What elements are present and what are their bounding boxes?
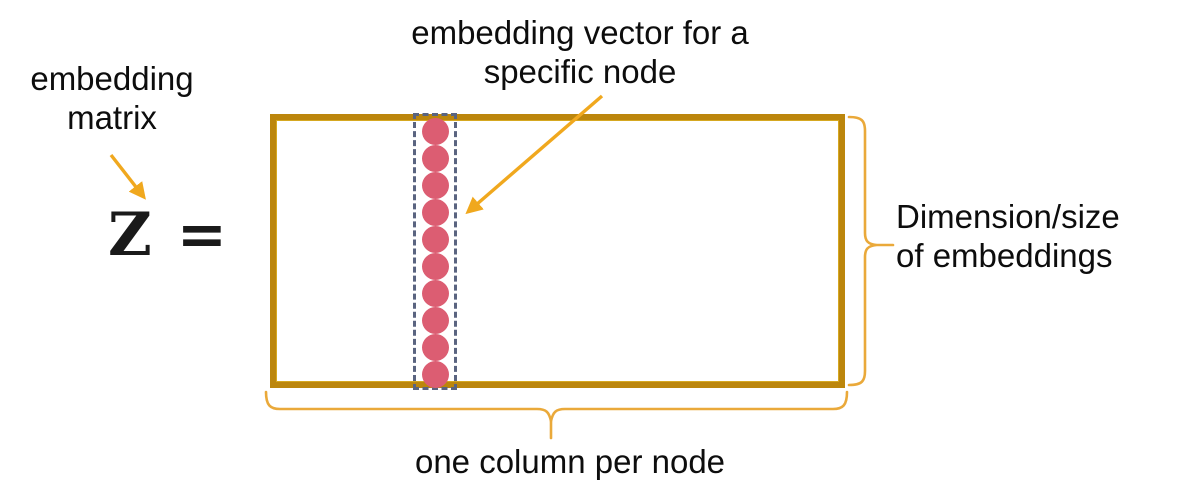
embedding-dot: [421, 118, 449, 145]
label-one-column-per-node: one column per node: [414, 443, 726, 480]
embedding-dot: [421, 307, 449, 334]
embedding-matrix-inner-border: [276, 120, 839, 382]
embedding-matrix-box: [270, 114, 845, 388]
embedding-dot: [421, 361, 449, 388]
embedding-dot: [421, 172, 449, 199]
embedding-dot: [421, 145, 449, 172]
embedding-dot: [421, 280, 449, 307]
label-embedding-matrix: embedding matrix: [30, 60, 194, 136]
bracket-bottom-icon: [264, 390, 849, 440]
embedding-dot: [421, 226, 449, 253]
embedding-dot: [421, 334, 449, 361]
arrow-embedding-matrix-icon: [109, 153, 146, 200]
embedding-vector-column: [413, 113, 457, 390]
embedding-dot: [421, 253, 449, 280]
label-embedding-vector: embedding vector for a specific node: [411, 14, 749, 90]
label-dimension-size: Dimension/size of embeddings: [896, 198, 1120, 274]
bracket-right-icon: [847, 115, 895, 387]
embedding-dot: [421, 199, 449, 226]
equation-z-label: Z =: [108, 200, 229, 270]
